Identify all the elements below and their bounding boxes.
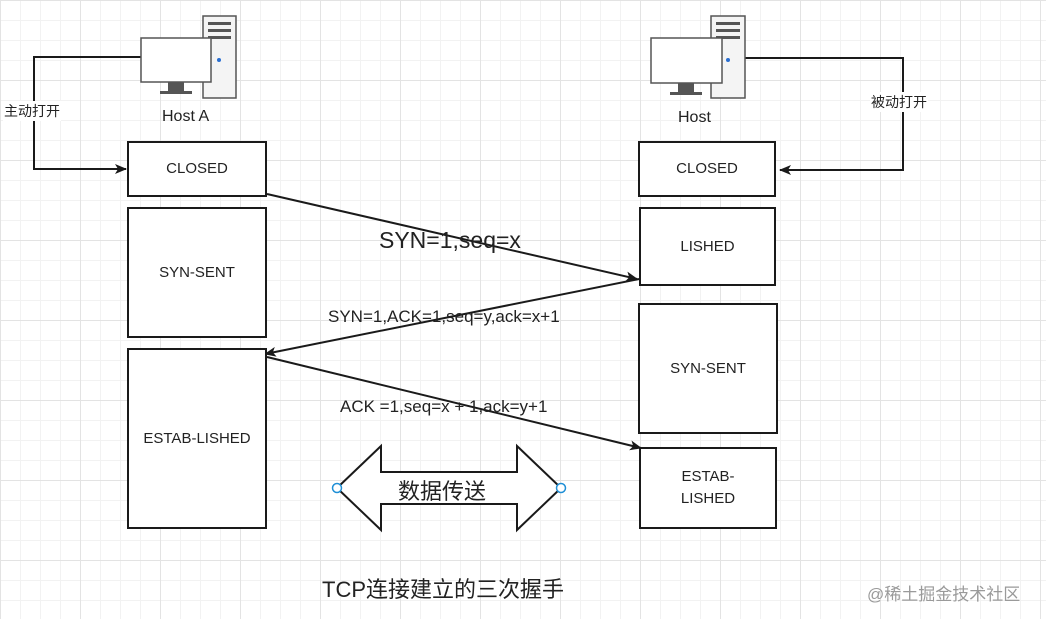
host-a-state-syn-sent: SYN-SENT bbox=[127, 207, 267, 338]
host-a-state-syn-sent-label: SYN-SENT bbox=[159, 263, 235, 281]
host-a-state-closed: CLOSED bbox=[127, 141, 267, 197]
host-b-state-established-label-line2: LISHED bbox=[680, 490, 736, 507]
passive-open-label: 被动打开 bbox=[870, 92, 928, 112]
host-b-state-closed-label: CLOSED bbox=[676, 160, 738, 177]
data-transfer-label: 数据传送 bbox=[398, 479, 487, 504]
host-b-label: Host bbox=[678, 109, 711, 126]
syn-message-arrow bbox=[266, 193, 638, 282]
host-a-state-established: ESTAB-LISHED bbox=[127, 348, 267, 529]
host-a-state-established-label: ESTAB-LISHED bbox=[143, 429, 251, 447]
diagram-title: TCP连接建立的三次握手 bbox=[322, 577, 565, 602]
syn-ack-message-arrow bbox=[264, 278, 640, 357]
syn-ack-message-label: SYN=1,ACK=1,seq=y,ack=x+1 bbox=[328, 307, 560, 326]
host-a-label: Host A bbox=[162, 108, 210, 125]
active-open-label: 主动打开 bbox=[3, 101, 61, 121]
host-b-state-closed: CLOSED bbox=[638, 141, 776, 197]
host-a-state-closed-label: CLOSED bbox=[166, 160, 228, 177]
host-b-state-listened-label: LISHED bbox=[680, 237, 735, 255]
watermark: @稀土掘金技术社区 bbox=[867, 585, 1021, 604]
ack-message-arrow bbox=[266, 356, 642, 451]
host-a-computer-icon bbox=[140, 15, 237, 99]
host-b-state-syn-sent: SYN-SENT bbox=[638, 303, 778, 434]
host-b-state-syn-sent-label: SYN-SENT bbox=[670, 359, 746, 377]
host-b-computer-icon bbox=[650, 15, 746, 99]
host-b-state-established: ESTAB- LISHED bbox=[639, 447, 777, 529]
host-b-state-listened: LISHED bbox=[639, 207, 776, 286]
arrow-handle-right[interactable] bbox=[555, 482, 567, 494]
ack-message-label: ACK =1,seq=x + 1,ack=y+1 bbox=[340, 397, 548, 416]
passive-open-connector bbox=[745, 57, 904, 175]
syn-message-label: SYN=1,seq=x bbox=[379, 227, 521, 253]
arrow-handle-left[interactable] bbox=[331, 482, 343, 494]
host-b-state-established-label-line1: ESTAB- bbox=[681, 468, 735, 485]
